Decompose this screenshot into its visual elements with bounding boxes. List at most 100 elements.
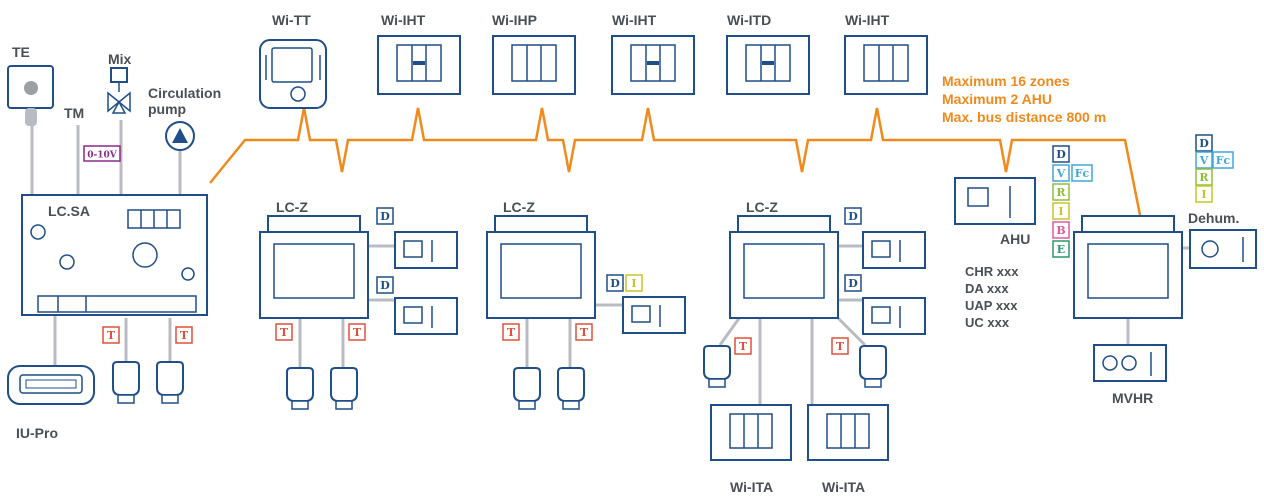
lcsa-controller: LC.SA xyxy=(21,194,208,316)
head-sensor-lcsa-2 xyxy=(156,361,184,404)
head-sensor-z1-2 xyxy=(330,367,358,410)
wi-itd-thermostat xyxy=(726,35,810,95)
te-label: TE xyxy=(12,44,30,60)
lcz-zone-2: LC-Z D I T T xyxy=(486,199,686,410)
circulation-label-2: pump xyxy=(148,101,186,117)
wi-ihp-thermostat xyxy=(492,35,576,95)
d-badge-z3-2: D xyxy=(844,274,862,292)
fan-coil-z1-2 xyxy=(394,297,458,335)
head-sensor-lcsa-1 xyxy=(112,361,140,404)
svg-text:0-10V: 0-10V xyxy=(87,151,118,161)
svg-text:I: I xyxy=(1058,205,1063,218)
code-uc: UC xxx xyxy=(965,315,1010,330)
svg-text:I: I xyxy=(631,277,636,290)
circulation-label-1: Circulation xyxy=(148,85,221,101)
fan-coil-z3-1 xyxy=(862,231,926,269)
svg-text:D: D xyxy=(610,277,620,290)
top-devices: Wi-TT Wi-IHT Wi-IHP Wi-IHT xyxy=(259,12,928,109)
ventilation-cluster: D V Fc R I Dehum. MVHR xyxy=(1073,134,1257,406)
svg-text:D: D xyxy=(848,277,858,290)
i-badge-z2: I xyxy=(625,274,643,292)
t-badge-z3-2: T xyxy=(831,337,849,355)
note-zones: Maximum 16 zones xyxy=(942,73,1070,89)
svg-text:R: R xyxy=(1199,171,1209,184)
left-cluster: TE TM Mix 0-10V Circulation pump LC.SA xyxy=(7,44,221,441)
te-sensor xyxy=(7,65,54,126)
d-badge-z1-2: D xyxy=(376,276,394,294)
lcz-zone-3: LC-Z D D T T xyxy=(703,199,926,495)
wi-itd-label: Wi-ITD xyxy=(727,12,771,28)
t-badge-z1-2: T xyxy=(348,323,366,341)
vent-controller xyxy=(1073,215,1183,319)
lcz-zone-1: LC-Z D D T T xyxy=(259,199,458,410)
lcsa-label: LC.SA xyxy=(48,203,90,219)
svg-text:T: T xyxy=(739,340,748,353)
wi-iht-3-label: Wi-IHT xyxy=(845,12,890,28)
dehum-badge-stack: D V Fc R I xyxy=(1195,134,1234,203)
bus-notes: Maximum 16 zones Maximum 2 AHU Max. bus … xyxy=(942,73,1106,125)
mix-valve xyxy=(107,67,131,114)
wi-ita-1-label: Wi-ITA xyxy=(730,479,773,495)
iu-pro-panel xyxy=(7,365,95,405)
wi-iht-2-thermostat xyxy=(611,35,695,95)
svg-text:T: T xyxy=(507,326,516,339)
wi-ita-2-label: Wi-ITA xyxy=(822,479,865,495)
t-badge-z2-1: T xyxy=(502,323,520,341)
svg-text:D: D xyxy=(1056,148,1066,161)
wi-ita-2-thermostat xyxy=(807,404,889,461)
svg-text:T: T xyxy=(836,340,845,353)
t-badge-z1-1: T xyxy=(275,323,293,341)
svg-text:T: T xyxy=(280,326,289,339)
wiring xyxy=(30,115,1190,405)
mvhr-label: MVHR xyxy=(1112,390,1153,406)
ahu-label: AHU xyxy=(1000,231,1030,247)
svg-text:I: I xyxy=(1201,188,1206,201)
ahu-model-codes: CHR xxx DA xxx UAP xxx UC xxx xyxy=(965,264,1019,330)
svg-text:D: D xyxy=(1199,137,1209,150)
d-badge-z3-1: D xyxy=(844,207,862,225)
head-sensor-z1-1 xyxy=(286,367,314,410)
tm-label: TM xyxy=(64,105,84,121)
note-ahu: Maximum 2 AHU xyxy=(942,91,1052,107)
wi-tt-thermostat xyxy=(259,39,327,109)
note-bus-distance: Max. bus distance 800 m xyxy=(942,109,1106,125)
svg-text:Fc: Fc xyxy=(1075,167,1090,180)
wi-iht-1-label: Wi-IHT xyxy=(381,12,426,28)
head-sensor-z3-1 xyxy=(703,345,731,388)
badge-0-10v: 0-10V xyxy=(83,145,121,162)
svg-text:R: R xyxy=(1056,186,1066,199)
circulation-pump-icon xyxy=(165,121,195,151)
iu-pro-label: IU-Pro xyxy=(16,425,58,441)
dehumidifier-unit xyxy=(1189,229,1257,269)
head-sensor-z2-2 xyxy=(557,367,585,410)
t-badge-z2-2: T xyxy=(575,323,593,341)
fan-coil-z3-2 xyxy=(862,297,926,335)
communication-bus xyxy=(209,107,1142,216)
svg-text:V: V xyxy=(1056,167,1066,180)
ahu-unit: AHU D V Fc R I B E CHR xxx DA xxx UAP xx… xyxy=(954,145,1093,330)
svg-text:Fc: Fc xyxy=(1216,154,1231,167)
d-badge-z2: D xyxy=(606,274,624,292)
head-sensor-z2-1 xyxy=(513,367,541,410)
svg-text:T: T xyxy=(107,329,116,342)
svg-text:B: B xyxy=(1056,224,1065,237)
code-da: DA xxx xyxy=(965,281,1009,296)
wi-iht-1-thermostat xyxy=(377,35,461,95)
t-badge-lcsa-2: T xyxy=(175,326,193,344)
svg-text:V: V xyxy=(1199,154,1209,167)
svg-text:D: D xyxy=(380,279,390,292)
ahu-badge-stack: D V Fc R I B E xyxy=(1052,145,1093,258)
d-badge-z1-1: D xyxy=(376,207,394,225)
svg-text:T: T xyxy=(180,329,189,342)
dehum-label: Dehum. xyxy=(1188,210,1239,226)
wi-iht-3-thermostat xyxy=(844,35,928,95)
fan-coil-z1-1 xyxy=(394,231,458,269)
svg-text:T: T xyxy=(353,326,362,339)
mvhr-unit xyxy=(1093,344,1167,382)
fan-coil-z2 xyxy=(622,296,686,334)
svg-text:D: D xyxy=(848,210,858,223)
code-chr: CHR xxx xyxy=(965,264,1019,279)
wi-iht-2-label: Wi-IHT xyxy=(612,12,657,28)
lcz-2-label: LC-Z xyxy=(503,199,535,215)
